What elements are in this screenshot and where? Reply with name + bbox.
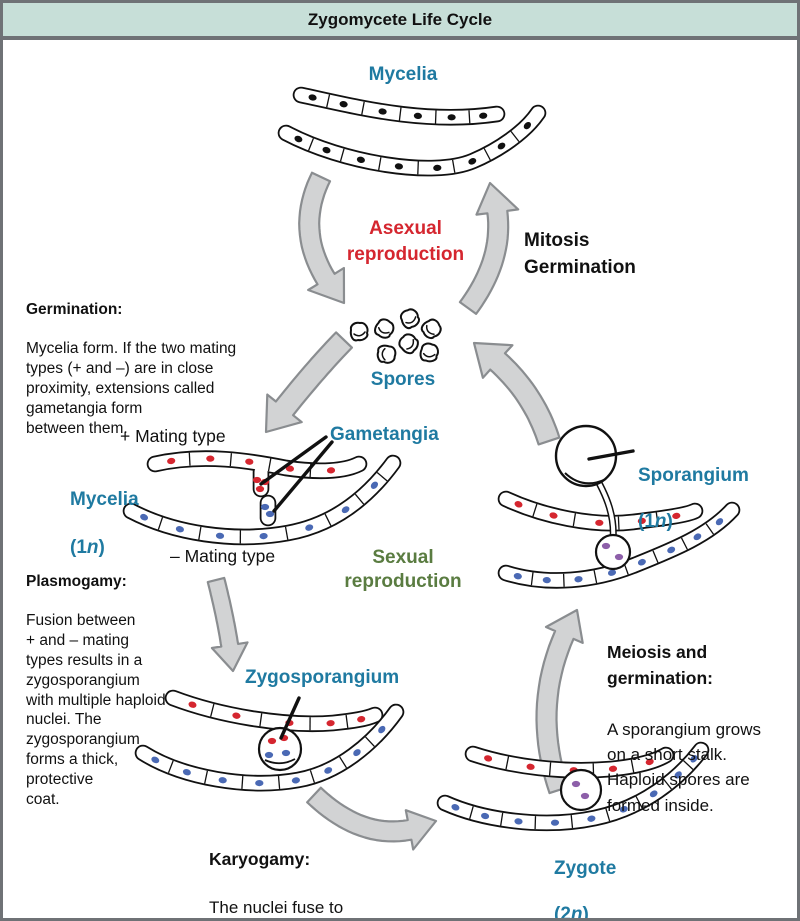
ploidy-n: n	[86, 537, 99, 558]
ploidy-close: )	[582, 904, 589, 921]
ploidy-n: n	[654, 511, 667, 532]
meiosis-note-heading: Meiosis and germination:	[607, 642, 713, 688]
minus-mating-type-label: – Mating type	[170, 546, 276, 566]
germination-note-heading: Germination:	[26, 300, 123, 318]
sexual-reproduction-label: Sexual reproduction	[344, 547, 462, 592]
meiosis-note: Meiosis and germination: A sporangium gr…	[607, 615, 792, 844]
zygote-label: Zygote (2n)	[554, 834, 617, 921]
sporangium-drawing	[554, 424, 635, 571]
plus-mating-type-label: + Mating type	[120, 426, 226, 446]
karyogamy-note: Karyogamy: The nuclei fuse to form a zyg…	[209, 822, 459, 918]
mycelia-1n-name: Mycelia	[70, 489, 139, 510]
gametangia-label: Gametangia	[330, 424, 439, 445]
mycelia-top-label: Mycelia	[368, 64, 438, 85]
top-mycelium-2	[277, 104, 547, 177]
ploidy-open: (1	[638, 511, 655, 532]
top-mycelium-1	[292, 86, 506, 126]
sporangium-name: Sporangium	[638, 465, 749, 486]
plasmogamy-note: Plasmogamy: Fusion between + and – matin…	[26, 552, 226, 829]
ploidy-open: (2	[554, 904, 571, 921]
meiosis-note-body: A sporangium grows on a short stalk. Hap…	[607, 719, 762, 815]
germination-note: Germination: Mycelia form. If the two ma…	[26, 280, 288, 458]
germination-note-body: Mycelia form. If the two mating types (+…	[26, 340, 237, 437]
plus-mating-hypha	[146, 450, 368, 498]
ploidy-open: (1	[70, 537, 87, 558]
title-bar: Zygomycete Life Cycle	[3, 3, 797, 40]
ploidy-close: )	[666, 511, 673, 532]
zygote-circle	[559, 768, 603, 812]
mycelia-1n-label: Mycelia (1n)	[70, 464, 139, 560]
page-title: Zygomycete Life Cycle	[307, 9, 493, 29]
sporangium-label: Sporangium (1n)	[638, 441, 749, 533]
ploidy-close: )	[98, 537, 105, 558]
plasmogamy-note-body: Fusion between + and – mating types resu…	[26, 612, 166, 808]
zygote-name: Zygote	[554, 858, 617, 879]
asexual-reproduction-label: Asexual reproduction	[346, 218, 465, 265]
spores-drawing	[349, 306, 445, 365]
ploidy-n: n	[570, 904, 583, 921]
zygosporangium-label: Zygosporangium	[245, 667, 400, 688]
karyogamy-note-body: The nuclei fuse to form a zygote with mu…	[209, 897, 344, 917]
spores-label: Spores	[370, 369, 436, 390]
plasmogamy-note-heading: Plasmogamy:	[26, 572, 127, 590]
minus-mating-hypha	[122, 454, 402, 546]
karyogamy-note-heading: Karyogamy:	[209, 848, 311, 869]
mitosis-germination-label: Mitosis Germination	[524, 230, 636, 278]
zygosporangium-circle	[257, 696, 303, 772]
